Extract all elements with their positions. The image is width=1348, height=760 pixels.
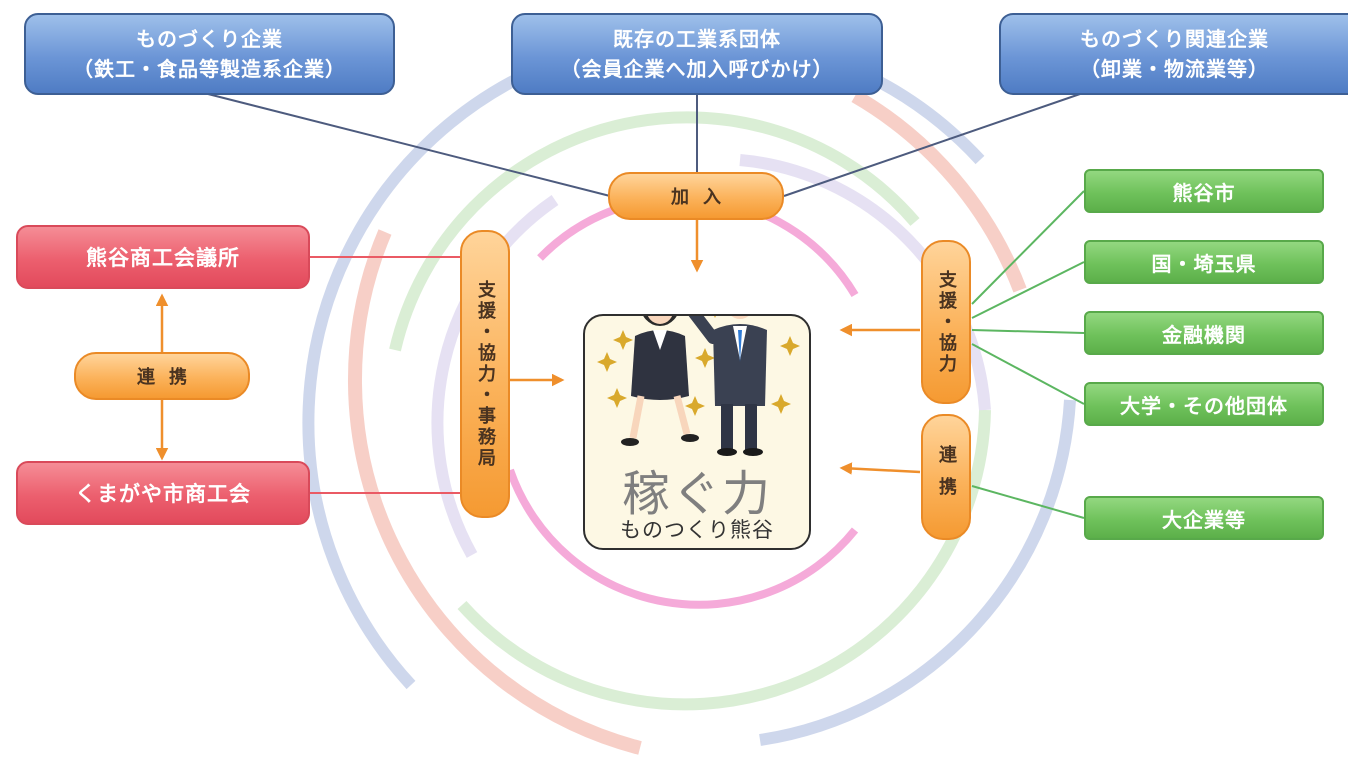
box-kumagaya-society: くまがや市商工会 [16, 461, 310, 525]
box-large-companies: 大企業等 [1084, 496, 1324, 540]
woman-figure [621, 316, 699, 446]
related-title: ものづくり関連企業 [1080, 27, 1269, 51]
manufacturing-subtitle: （鉄工・食品等製造系企業） [73, 57, 346, 81]
support-pill-right: 支援・協力 [921, 240, 971, 404]
box-financial-institutions: 金融機関 [1084, 311, 1324, 355]
center-title: 稼ぐ力 [621, 466, 772, 522]
center-panel: 稼ぐ力 ものつくり熊谷 [583, 314, 811, 550]
related-subtitle: （卸業・物流業等） [1080, 57, 1269, 81]
link-pill-right: 連携 [921, 414, 971, 540]
box-national-saitama: 国・埼玉県 [1084, 240, 1324, 284]
box-universities-others: 大学・その他団体 [1084, 382, 1324, 426]
box-industry-groups: 既存の工業系団体 （会員企業へ加入呼びかけ） [511, 13, 883, 95]
business-people-illustration [597, 316, 800, 456]
box-manufacturing-companies: ものづくり企業 （鉄工・食品等製造系企業） [24, 13, 395, 95]
manufacturing-title: ものづくり企業 [136, 27, 283, 51]
box-kumagaya-city: 熊谷市 [1084, 169, 1324, 213]
box-kumagaya-chamber: 熊谷商工会議所 [16, 225, 310, 289]
industry-groups-title: 既存の工業系団体 [613, 27, 781, 51]
center-subtitle: ものつくり熊谷 [620, 518, 774, 542]
industry-groups-subtitle: （会員企業へ加入呼びかけ） [560, 57, 834, 81]
box-related-companies: ものづくり関連企業 （卸業・物流業等） [999, 13, 1348, 95]
arrows [155, 220, 921, 475]
connector-lines [207, 93, 1085, 519]
man-figure [688, 316, 767, 456]
join-label: 加入 [608, 172, 784, 220]
link-label-left: 連携 [74, 352, 250, 400]
support-office-pill: 支援・協力・事務局 [460, 230, 510, 518]
support-label-right: 支援・協力 [936, 269, 957, 375]
sparkle-icon [597, 316, 800, 416]
support-office-label: 支援・協力・事務局 [475, 279, 496, 469]
link-label-right: 連携 [936, 445, 957, 509]
